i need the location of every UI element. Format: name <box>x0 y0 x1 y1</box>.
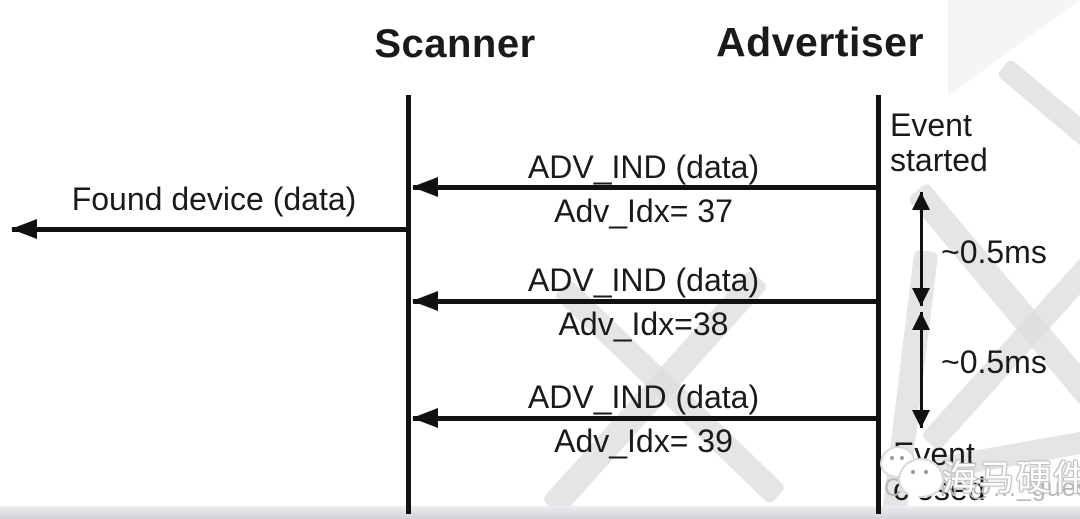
actor-label-advertiser: Advertiser <box>716 19 924 65</box>
actor-label-scanner: Scanner <box>374 22 536 66</box>
message-2-name: ADV_IND (data) <box>527 262 760 298</box>
message-3-name: ADV_IND (data) <box>527 379 760 415</box>
message-1-arrow <box>412 177 876 197</box>
message-2-arrow <box>412 291 876 311</box>
event-started-label: Event started <box>890 107 988 178</box>
message-2-index: Adv_Idx=38 <box>558 306 729 342</box>
advertiser-lifeline <box>876 95 881 514</box>
message-3-index: Adv_Idx= 39 <box>554 423 733 459</box>
message-1-name: ADV_IND (data) <box>527 149 760 185</box>
wechat-bubble-icon <box>898 458 944 506</box>
brand-name-watermark: 海马硬件 <box>942 459 1080 498</box>
interval-2-arrow <box>912 312 930 428</box>
interval-1-label: ~0.5ms <box>941 234 1047 270</box>
scanner-lifeline <box>406 95 411 514</box>
message-3-arrow <box>412 408 876 428</box>
message-1-index: Adv_Idx= 37 <box>554 193 733 229</box>
found-device-arrow <box>11 219 411 239</box>
interval-1-arrow <box>912 192 930 306</box>
found-device-label: Found device (data) <box>71 181 357 217</box>
bottom-gray-bar <box>0 506 1080 519</box>
interval-2-label: ~0.5ms <box>941 344 1047 380</box>
